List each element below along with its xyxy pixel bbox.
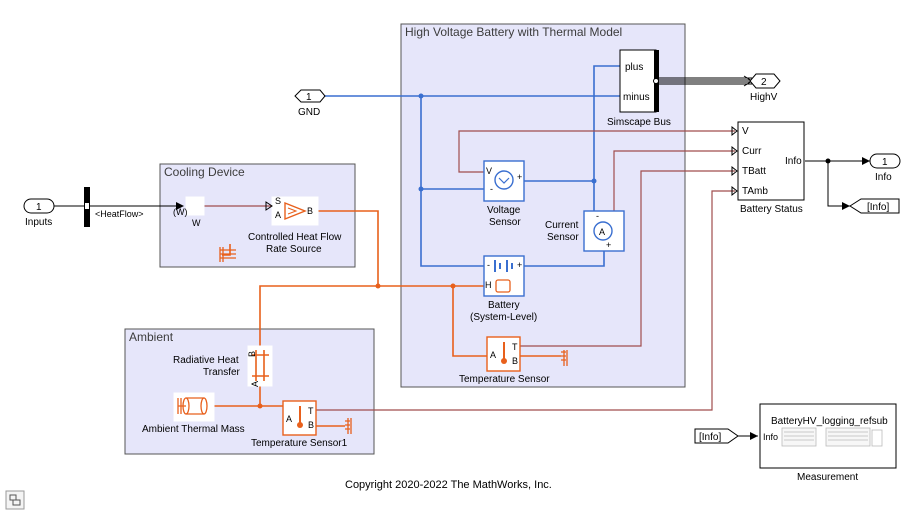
svg-text:Sensor: Sensor	[547, 232, 579, 243]
battery-block[interactable]: - + H Battery (System-Level)	[470, 255, 537, 323]
svg-text:[Info]: [Info]	[867, 202, 889, 213]
svg-text:A: A	[286, 414, 292, 424]
voltage-sensor-label: Voltage	[487, 205, 521, 216]
battery-label: Battery	[488, 300, 520, 311]
svg-text:T: T	[512, 342, 518, 352]
svg-text:TAmb: TAmb	[742, 186, 768, 197]
signal-connections	[52, 130, 870, 440]
thermal-mass-label: Ambient Thermal Mass	[142, 424, 245, 435]
measurement-label: Measurement	[797, 472, 858, 483]
voltage-sensor-block[interactable]: V + - Voltage Sensor	[483, 160, 525, 228]
temperature-sensor1-block[interactable]: A T B Temperature Sensor1	[251, 400, 348, 449]
cooling-ref-icon	[219, 247, 236, 262]
svg-text:A: A	[250, 381, 260, 387]
battery-status-block[interactable]: V Curr TBatt TAmb Info Battery Status	[731, 121, 805, 215]
thermal-connections	[204, 210, 561, 427]
svg-text:-: -	[487, 260, 490, 270]
gnd-label: GND	[298, 107, 320, 118]
cooling-title: Cooling Device	[164, 165, 245, 179]
svg-text:minus: minus	[623, 92, 650, 103]
svg-text:Curr: Curr	[742, 146, 762, 157]
svg-text:Transfer: Transfer	[203, 367, 241, 378]
battery-status-label: Battery Status	[740, 204, 803, 215]
thermal-mass-block[interactable]: Ambient Thermal Mass	[142, 392, 245, 435]
svg-text:+: +	[517, 260, 522, 270]
measurement-ref-label: BatteryHV_logging_refsub	[771, 416, 888, 427]
svg-text:S: S	[275, 196, 281, 206]
svg-text:2: 2	[761, 77, 767, 88]
svg-text:B: B	[247, 351, 257, 357]
model-browser-icon[interactable]	[5, 490, 25, 510]
svg-text:W: W	[192, 218, 201, 228]
svg-text:[Info]: [Info]	[699, 432, 721, 443]
svg-text:1: 1	[882, 157, 888, 168]
info-from-block[interactable]: [Info]	[694, 428, 739, 444]
heat-flow-label: Controlled Heat Flow	[248, 232, 342, 243]
measurement-block[interactable]: BatteryHV_logging_refsub Info Measuremen…	[759, 403, 897, 483]
temperature-sensor-block[interactable]: A T B Temperature Sensor	[459, 336, 550, 385]
svg-text:plus: plus	[625, 62, 643, 73]
heatflow-signal-label: <HeatFlow>	[95, 209, 144, 219]
inputs-label: Inputs	[25, 217, 52, 228]
svg-text:1: 1	[306, 92, 312, 103]
electrical-connections	[324, 65, 620, 267]
simscape-bus-block[interactable]: plus minus Simscape Bus	[607, 49, 671, 128]
svg-text:Rate Source: Rate Source	[266, 244, 322, 255]
svg-text:+: +	[606, 240, 611, 250]
simscape-bus-label: Simscape Bus	[607, 117, 671, 128]
highv-label: HighV	[750, 92, 778, 103]
heat-flow-source-block[interactable]: S A B Controlled Heat Flow Rate Source	[248, 196, 342, 255]
current-sensor-label: Current	[545, 220, 579, 231]
svg-text:1: 1	[36, 202, 42, 213]
temperature-sensor1-ref-icon	[345, 418, 352, 434]
svg-text:A: A	[275, 210, 281, 220]
svg-text:Info: Info	[785, 156, 802, 167]
svg-text:V: V	[486, 166, 492, 176]
measurement-thumbnail-icon	[781, 427, 883, 447]
highv-port[interactable]: 2 HighV	[749, 73, 781, 103]
temperature-sensor-label: Temperature Sensor	[459, 374, 550, 385]
svg-text:-: -	[596, 211, 599, 221]
copyright-text: Copyright 2020-2022 The MathWorks, Inc.	[345, 479, 552, 491]
temperature-sensor-ref-icon	[561, 350, 568, 366]
svg-text:V: V	[742, 126, 749, 137]
svg-text:-: -	[490, 184, 493, 194]
svg-text:Sensor: Sensor	[489, 217, 521, 228]
svg-text:TBatt: TBatt	[742, 166, 766, 177]
info-goto-block[interactable]: [Info]	[849, 198, 900, 214]
temperature-sensor1-label: Temperature Sensor1	[251, 438, 348, 449]
current-sensor-block[interactable]: A - + Current Sensor	[545, 210, 625, 252]
gnd-port[interactable]: 1 GND	[294, 89, 326, 118]
svg-text:Info: Info	[763, 432, 778, 442]
info-outport-label: Info	[875, 172, 892, 183]
svg-text:A: A	[490, 350, 496, 360]
inputs-port[interactable]: 1 Inputs	[23, 198, 55, 228]
svg-text:+: +	[517, 172, 522, 182]
ps-converter-block[interactable]: (W) W	[173, 196, 205, 228]
hv-battery-title: High Voltage Battery with Thermal Model	[405, 25, 622, 39]
info-outport[interactable]: 1 Info	[869, 153, 901, 183]
radiative-heat-transfer-block[interactable]: B A Radiative Heat Transfer	[173, 345, 273, 387]
svg-text:B: B	[308, 420, 314, 430]
bus-selector-block[interactable]: <HeatFlow>	[84, 187, 144, 227]
ambient-title: Ambient	[129, 330, 174, 344]
radiative-label: Radiative Heat	[173, 355, 239, 366]
svg-text:T: T	[308, 406, 314, 416]
svg-text:B: B	[512, 356, 518, 366]
svg-text:H: H	[485, 280, 492, 290]
svg-text:A: A	[599, 227, 605, 237]
svg-text:(W): (W)	[173, 207, 188, 217]
svg-text:(System-Level): (System-Level)	[470, 312, 537, 323]
svg-text:B: B	[307, 206, 313, 216]
